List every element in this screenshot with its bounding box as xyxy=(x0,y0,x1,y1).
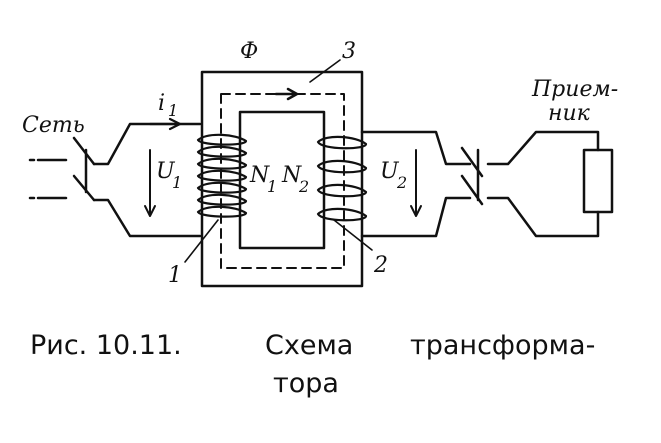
primary-circuit xyxy=(28,122,202,238)
current-arrow xyxy=(148,117,182,131)
u2-label-sub: 2 xyxy=(396,173,407,192)
leader-core xyxy=(309,59,341,83)
caption-word-transformer-part2: тора xyxy=(273,368,339,399)
flux-arrow xyxy=(274,87,299,101)
receiver-label-line2: ник xyxy=(548,101,591,126)
u1-arrow xyxy=(144,149,156,217)
figure-number: Рис. 10.11. xyxy=(30,330,182,361)
u2-label: U xyxy=(380,159,400,184)
network-label: Сеть xyxy=(22,113,85,138)
current-label-sub: 1 xyxy=(168,101,178,120)
leader-winding1 xyxy=(184,219,219,263)
load-resistor xyxy=(582,148,614,214)
leader-winding2 xyxy=(333,219,373,251)
core-number: 3 xyxy=(342,39,356,64)
winding1-number: 1 xyxy=(168,263,182,288)
primary-winding xyxy=(196,133,248,218)
secondary-circuit xyxy=(360,130,600,238)
n2-label: N xyxy=(281,163,302,188)
caption-word-transformer-part1: трансформа- xyxy=(410,330,596,361)
u1-label-sub: 1 xyxy=(172,173,182,192)
caption-word-scheme: Схема xyxy=(265,330,354,361)
u1-label: U xyxy=(156,159,176,184)
transformer-diagram: Сеть Прием- ник i 1 U 1 U 2 N 1 N 2 Ф 3 … xyxy=(22,39,618,288)
winding2-number: 2 xyxy=(373,253,388,278)
n2-label-sub: 2 xyxy=(298,177,309,196)
n1-label-sub: 1 xyxy=(267,177,277,196)
secondary-winding xyxy=(316,135,368,222)
receiver-label-line1: Прием- xyxy=(531,77,618,102)
flux-label: Ф xyxy=(240,39,258,64)
n1-label: N xyxy=(249,163,270,188)
current-label: i xyxy=(158,91,165,116)
u2-arrow xyxy=(410,149,422,217)
